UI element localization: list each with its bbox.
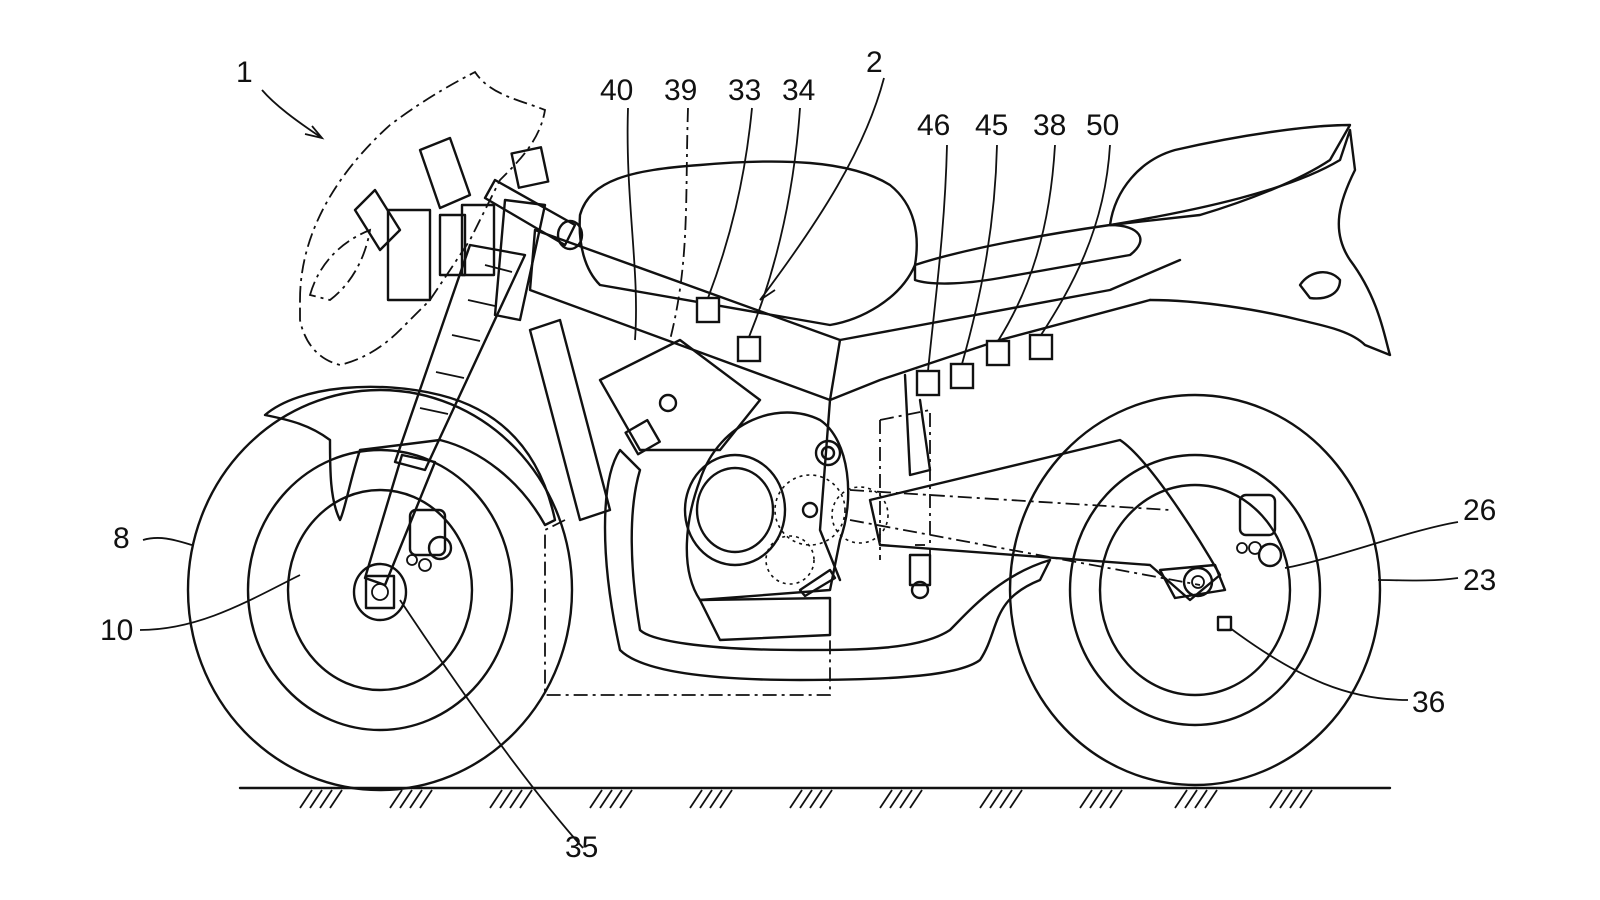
ground-hatch (389, 789, 403, 809)
ground-hatch (299, 789, 313, 809)
ground-hatch (899, 789, 913, 809)
ground-hatch (619, 789, 633, 809)
ground-hatch (399, 789, 413, 809)
box-50 (1028, 333, 1054, 361)
label-40: 40 (600, 74, 633, 107)
main-frame (528, 228, 1182, 582)
ground-hatch (589, 789, 603, 809)
label-45: 45 (975, 109, 1008, 142)
rear-cowl (1108, 128, 1392, 357)
ground-hatch (329, 789, 343, 809)
ground-hatch (319, 789, 333, 809)
ground-hatch (509, 789, 523, 809)
ground-hatch (799, 789, 813, 809)
box-34 (736, 335, 762, 363)
ground-hatch (519, 789, 533, 809)
engine (598, 338, 889, 602)
label-26: 26 (1463, 494, 1496, 527)
ground (238, 786, 1392, 809)
rear-brake (1216, 493, 1283, 632)
ground-hatch (1194, 789, 1208, 809)
ground-hatch (709, 789, 723, 809)
front-fork (363, 198, 547, 587)
ground-hatch (879, 789, 893, 809)
box-46 (915, 369, 941, 397)
ground-hatch (1279, 789, 1293, 809)
headlight-assembly (353, 136, 496, 302)
ground-hatch (909, 789, 923, 809)
ground-hatch (1109, 789, 1123, 809)
ground-hatch (1079, 789, 1093, 809)
box-33 (695, 296, 721, 324)
ground-hatch (1289, 789, 1303, 809)
ground-hatch (1009, 789, 1023, 809)
label-33: 33 (728, 74, 761, 107)
front-fairing (299, 70, 547, 366)
ground-hatch (1089, 789, 1103, 809)
ground-hatch (1099, 789, 1113, 809)
ground-hatch (789, 789, 803, 809)
ground-hatch (419, 789, 433, 809)
ground-hatch (979, 789, 993, 809)
label-39: 39 (664, 74, 697, 107)
label-34: 34 (782, 74, 815, 107)
label-2: 2 (866, 46, 883, 79)
ground-hatch (889, 789, 903, 809)
ground-hatch (409, 789, 423, 809)
label-10: 10 (100, 614, 133, 647)
ground-hatch (999, 789, 1013, 809)
ground-hatch (1299, 789, 1313, 809)
front-wheel (186, 388, 574, 792)
ground-hatch (1174, 789, 1188, 809)
swingarm (849, 408, 1222, 602)
ground-hatch (809, 789, 823, 809)
label-35: 35 (565, 831, 598, 864)
ground-hatch (699, 789, 713, 809)
label-23: 23 (1463, 564, 1496, 597)
ground-hatch (309, 789, 323, 809)
fuel-tank (578, 160, 918, 327)
ground-hatch (1184, 789, 1198, 809)
ground-hatch (819, 789, 833, 809)
ground-hatch (689, 789, 703, 809)
ground-hatch (1269, 789, 1283, 809)
label-46: 46 (917, 109, 950, 142)
front-brake (406, 508, 453, 572)
ground-hatch (489, 789, 503, 809)
label-1: 1 (236, 56, 253, 89)
leader-lines (139, 77, 1459, 849)
box-45 (949, 362, 975, 390)
label-50: 50 (1086, 109, 1119, 142)
rear-shock-sensor (908, 544, 932, 600)
ground-hatch (499, 789, 513, 809)
seat (913, 123, 1352, 285)
label-36: 36 (1412, 686, 1445, 719)
ground-hatch (599, 789, 613, 809)
label-8: 8 (113, 522, 130, 555)
reference-labels: 1 2 40 39 33 34 46 45 38 50 8 10 26 23 3… (100, 46, 1496, 864)
radiator (528, 318, 612, 522)
label-38: 38 (1033, 109, 1066, 142)
ground-hatch (1204, 789, 1218, 809)
box-38 (985, 339, 1011, 367)
handlebar (483, 146, 584, 251)
rear-wheel (1008, 393, 1382, 787)
sensor-boxes (695, 296, 1054, 397)
ground-hatch (609, 789, 623, 809)
ground-hatch (719, 789, 733, 809)
ground-hatch (989, 789, 1003, 809)
exhaust-and-crankcase (544, 448, 1052, 696)
front-fender (263, 385, 557, 527)
